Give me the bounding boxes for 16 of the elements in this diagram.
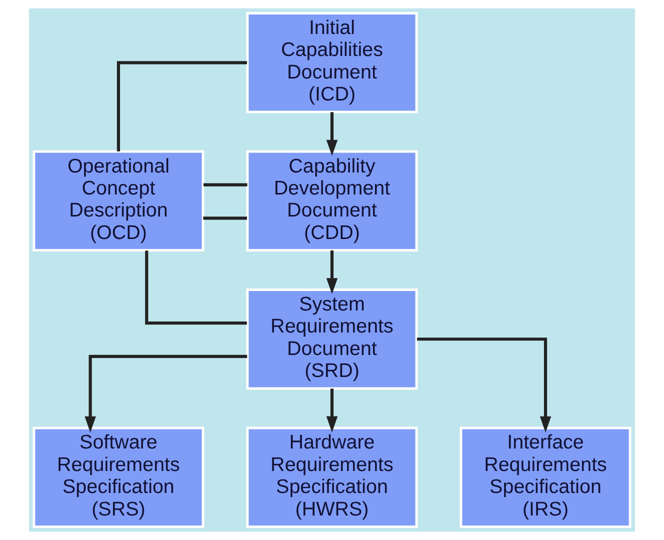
connector [203,183,248,186]
arrow [417,338,552,432]
arrow [84,354,248,432]
arrow [326,112,338,156]
node-box: System Requirements Document (SRD) [246,288,418,390]
node-box: Interface Requirements Specification (IRS) [460,426,632,528]
node-box: Operational Concept Description (OCD) [32,150,204,252]
connector [145,250,247,325]
arrow [326,250,338,294]
connector [116,61,247,152]
arrow [326,388,338,432]
node-box: Software Requirements Specification (SRS) [32,426,204,528]
node-box: Capability Development Document (CDD) [246,150,418,252]
node-box: Hardware Requirements Specification (HWRS) [246,426,418,528]
node-box: Initial Capabilities Document (ICD) [246,12,418,114]
connector [203,216,247,220]
